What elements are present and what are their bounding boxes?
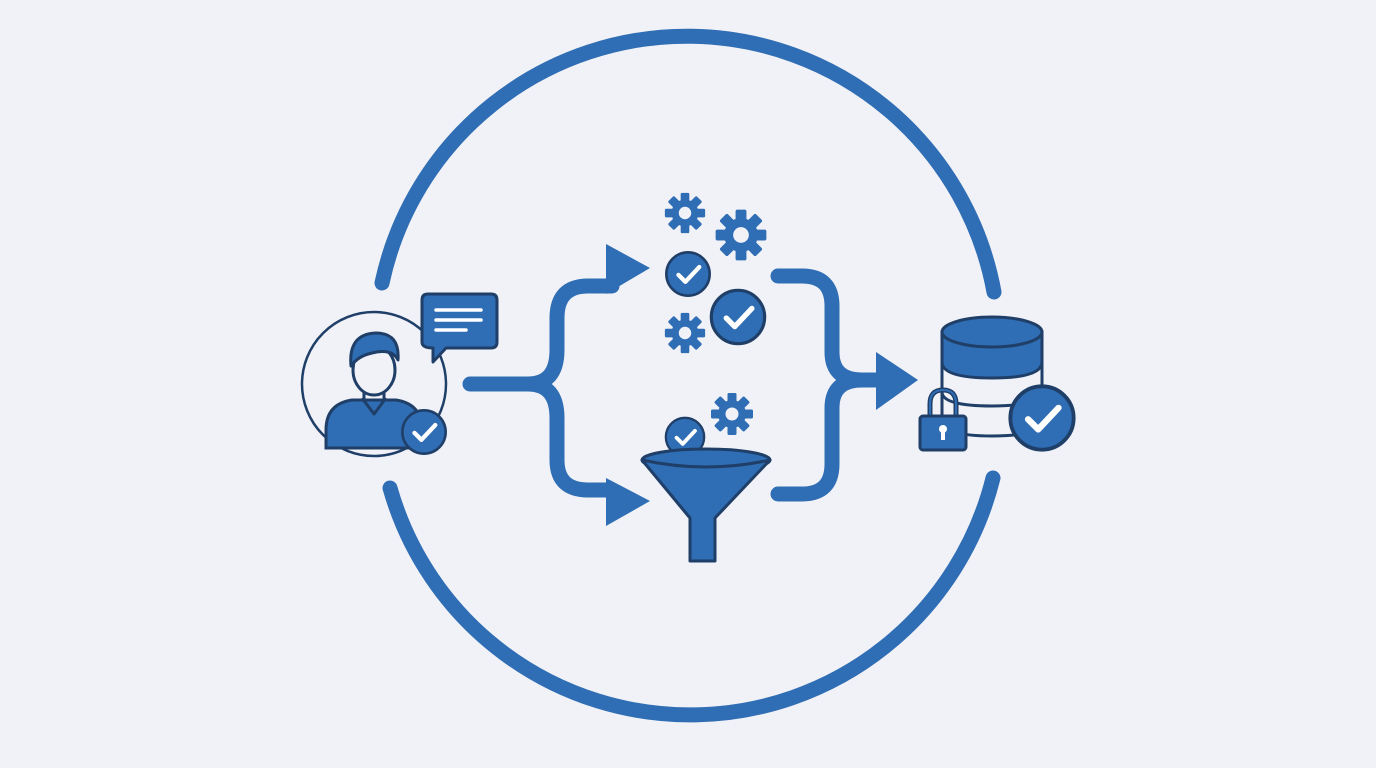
gear-icon (664, 192, 706, 234)
split-arrows (462, 244, 650, 526)
arrow-head-lower (606, 478, 650, 526)
gear-icon (711, 393, 753, 435)
user-avatar-icon (324, 331, 424, 450)
filter-group (640, 393, 772, 563)
check-badge-icon (711, 290, 764, 343)
arrow-head-merge (876, 352, 918, 410)
padlock-icon (918, 387, 968, 452)
chat-bubble-icon (420, 292, 499, 364)
funnel-icon (640, 447, 772, 563)
user-group (300, 292, 499, 458)
check-badge-icon (666, 252, 709, 295)
database-check-icon (1010, 386, 1073, 449)
gear-icon (664, 312, 706, 354)
processing-group (664, 192, 767, 354)
split-connector (462, 278, 620, 498)
merge-connector (770, 268, 890, 502)
cycle-arc-bottom (382, 470, 1001, 723)
gear-icon (715, 209, 767, 261)
database-group (918, 315, 1074, 452)
merge-arrows (770, 268, 918, 502)
arrow-head-upper (606, 244, 650, 294)
cycle-arc-top (374, 28, 1002, 300)
user-ring (300, 310, 448, 458)
user-check-icon (402, 410, 445, 453)
